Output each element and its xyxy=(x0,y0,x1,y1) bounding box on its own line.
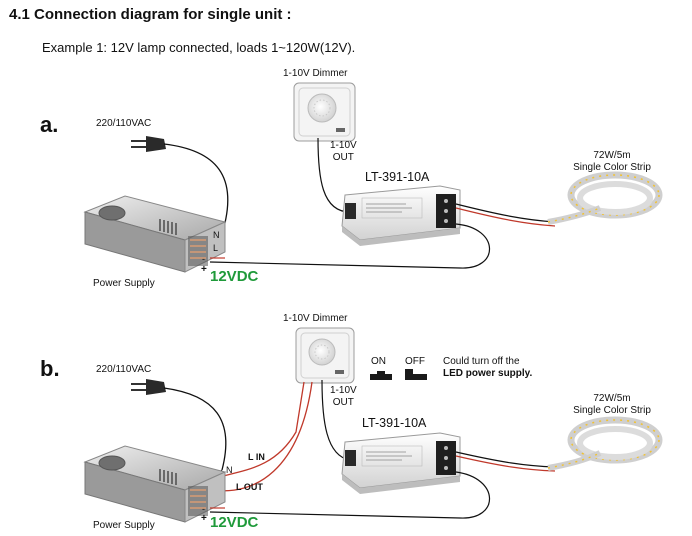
psu-a-terminal-plus: + xyxy=(201,264,207,275)
dimmer-a-output-line2: OUT xyxy=(332,152,354,163)
controller-a xyxy=(341,185,461,246)
strip-a-power: 72W/5m xyxy=(593,150,631,161)
switch-note-line1: Could turn off the xyxy=(443,356,520,367)
dimmer-b-title: 1-10V Dimmer xyxy=(283,313,348,324)
psu-b-terminal-minus: - xyxy=(202,504,205,514)
page-title: 4.1 Connection diagram for single unit : xyxy=(9,6,292,23)
psu-b-terminal-plus: + xyxy=(201,513,207,524)
psu-b-terminal-n: N xyxy=(226,465,233,475)
diagram-b-label: b. xyxy=(40,356,60,381)
strip-a-type: Single Color Strip xyxy=(573,162,651,173)
l-in-wire xyxy=(214,381,305,479)
mains-plug-a xyxy=(131,136,166,152)
diagram-a xyxy=(83,82,663,273)
switch-on-icon xyxy=(370,371,392,380)
strip-b-label: 72W/5m Single Color Strip xyxy=(557,393,667,417)
strip-a-label: 72W/5m Single Color Strip xyxy=(557,150,667,174)
switch-off-label: OFF xyxy=(405,356,425,367)
psu-b-output-voltage: 12VDC xyxy=(210,514,259,531)
dimmer-a-title: 1-10V Dimmer xyxy=(283,68,348,79)
psu-a-terminal-minus: - xyxy=(202,254,205,264)
led-strip-a xyxy=(547,171,663,225)
l-out-wire xyxy=(211,381,313,492)
psu-a-label: Power Supply xyxy=(93,278,155,289)
switch-note-line2: LED power supply. xyxy=(443,368,533,379)
example-description: Example 1: 12V lamp connected, loads 1~1… xyxy=(42,40,356,55)
psu-a-terminal-n: N xyxy=(213,230,220,240)
strip-b-type: Single Color Strip xyxy=(573,405,651,416)
controller-a-model: LT-391-10A xyxy=(365,170,430,184)
dimmer-b-output-line2: OUT xyxy=(332,397,354,408)
diagram-b xyxy=(83,327,663,523)
power-supply-a xyxy=(83,195,227,273)
dimmer-b-output-label: 1-10V OUT xyxy=(330,385,357,409)
psu-b-label: Power Supply xyxy=(93,520,155,531)
l-out-label: L OUT xyxy=(236,482,263,492)
diagram-a-label: a. xyxy=(40,112,59,137)
dimmer-b xyxy=(295,327,355,384)
switch-on-label: ON xyxy=(371,356,386,367)
dimmer-a-output-line1: 1-10V xyxy=(330,140,357,151)
mains-cable-a xyxy=(163,143,229,235)
controller-b xyxy=(341,432,461,494)
dimmer-b-output-line1: 1-10V xyxy=(330,385,357,396)
power-supply-b xyxy=(83,445,227,523)
mains-plug-b xyxy=(131,379,166,395)
mains-a-label: 220/110VAC xyxy=(96,118,152,129)
switch-note: Could turn off the LED power supply. xyxy=(443,356,532,380)
dimmer-a-output-label: 1-10V OUT xyxy=(330,140,357,164)
led-strip-b xyxy=(547,416,663,471)
strip-b-power: 72W/5m xyxy=(593,393,631,404)
l-in-label: L IN xyxy=(248,452,265,462)
dimmer-a xyxy=(293,82,356,142)
psu-a-output-voltage: 12VDC xyxy=(210,268,259,285)
mains-b-label: 220/110VAC xyxy=(96,364,152,375)
controller-b-model: LT-391-10A xyxy=(362,416,427,430)
psu-a-terminal-l: L xyxy=(213,243,219,253)
switch-off-icon xyxy=(405,369,427,380)
